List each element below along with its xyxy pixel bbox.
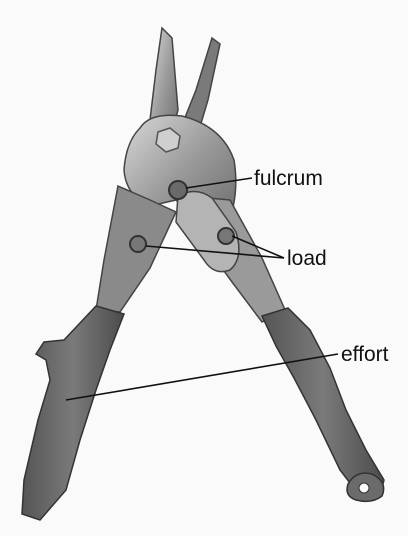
fulcrum-pivot <box>169 181 187 199</box>
handle-end-hole <box>359 483 369 493</box>
effort-label: effort <box>341 344 388 365</box>
load-pivot-right <box>218 228 234 244</box>
left-grip <box>22 306 124 520</box>
right-grip <box>262 308 384 496</box>
load-pivot-left <box>130 236 146 252</box>
fulcrum-label: fulcrum <box>254 168 323 189</box>
load-label: load <box>287 248 327 269</box>
